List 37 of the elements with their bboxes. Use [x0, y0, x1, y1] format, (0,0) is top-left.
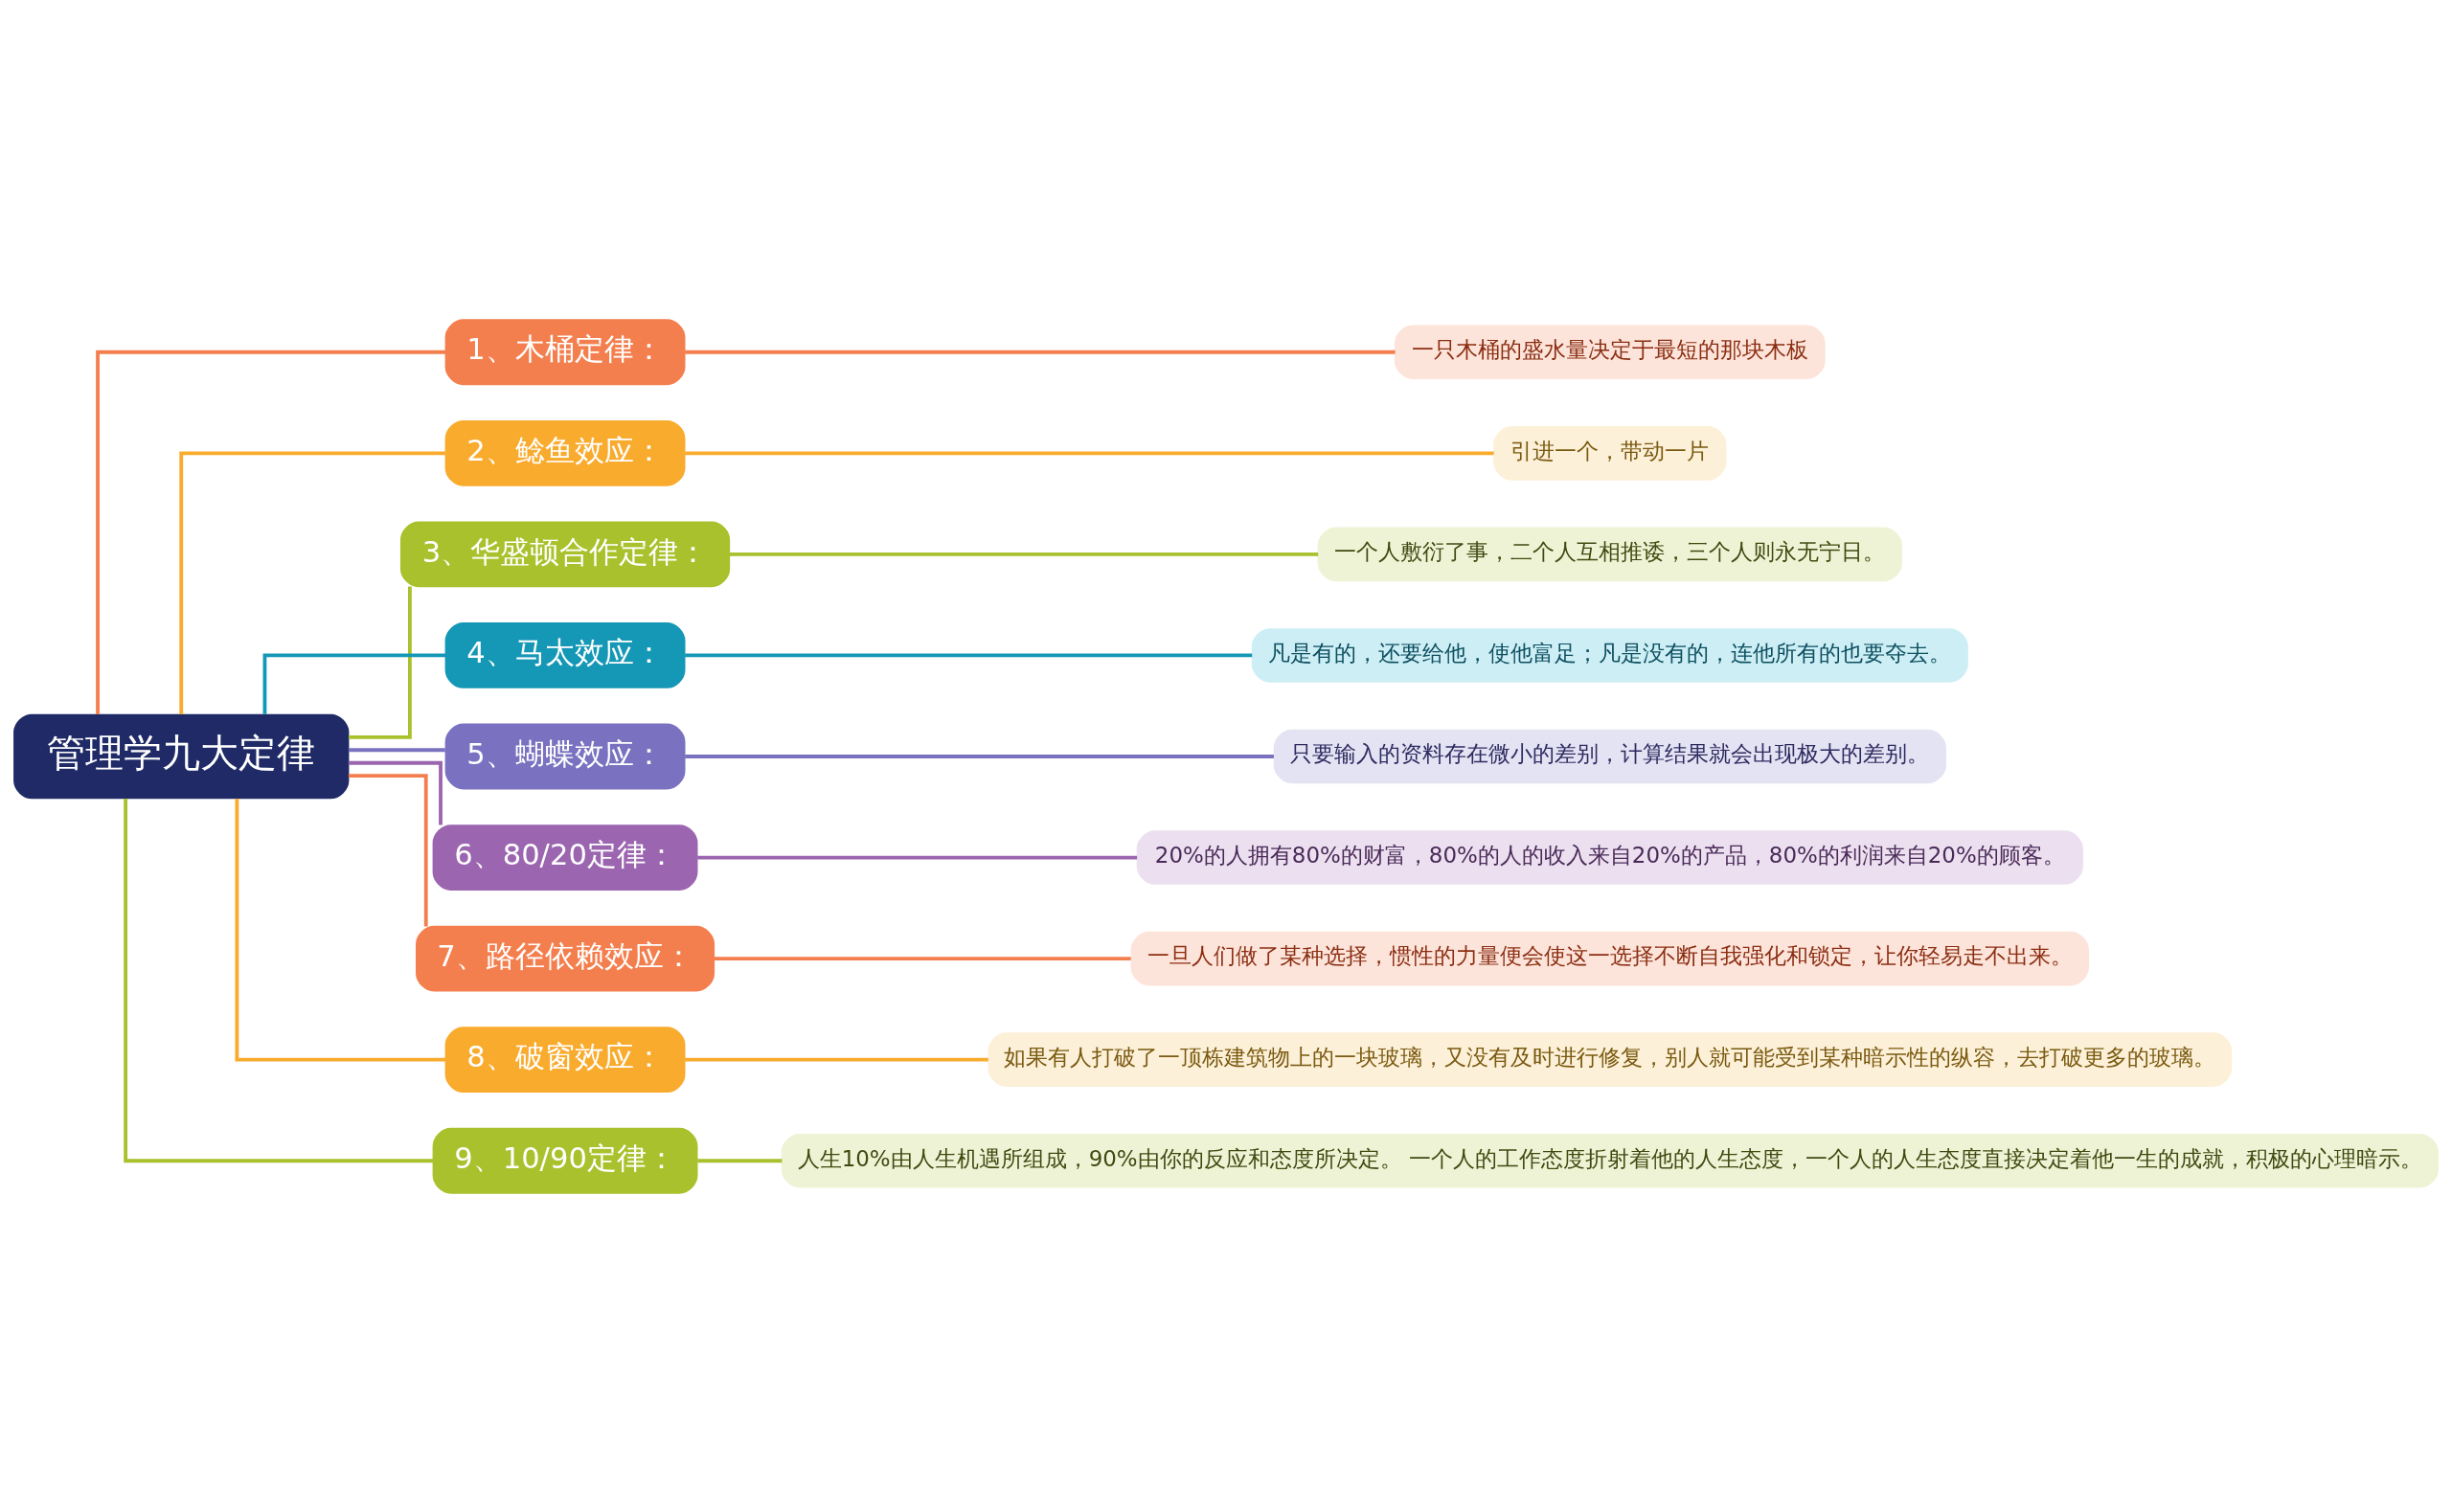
node-box: 8、破窗效应：: [444, 1026, 686, 1093]
connector: [348, 760, 443, 825]
node-box: 如果有人打破了一顶栋建筑物上的一块玻璃，又没有及时进行修复，别人就可能受到某种暗示性的纵容，去打破更多的玻璃。: [988, 1031, 2233, 1087]
node-box: 1、木桶定律：: [444, 318, 686, 385]
node-box: 6、80/20定律：: [432, 824, 698, 891]
connector: [685, 754, 1274, 758]
connector: [348, 773, 428, 926]
node-box: 人生10%由人生机遇所组成，90%由你的反应和态度所决定。 一个人的工作态度折射着他的人生态度，一个人的人生态度直接决定着他一生的成就，积极的心理暗示。: [781, 1133, 2439, 1188]
node-box: 20%的人拥有80%的财富，80%的人的收入来自20%的产品，80%的利润来自20%的顾客。: [1136, 829, 2083, 885]
connector: [348, 586, 412, 739]
node-box: 7、路径依赖效应：: [416, 925, 715, 992]
connector: [179, 450, 445, 714]
connector: [348, 747, 445, 752]
node-box: 5、蝴蝶效应：: [444, 723, 686, 789]
node-box: 9、10/90定律：: [432, 1127, 698, 1194]
connector: [697, 855, 1138, 859]
node-box: 一个人敷衍了事，二个人互相推诿，三个人则永无宁日。: [1317, 527, 1902, 581]
node-box: 凡是有的，还要给他，使他富足；凡是没有的，连他所有的也要夺去。: [1251, 627, 1968, 683]
connector: [685, 1057, 988, 1062]
node-box: 一旦人们做了某种选择，惯性的力量便会使这一选择不断自我强化和锁定，让你轻易走不出来。: [1130, 931, 2090, 985]
connector: [685, 653, 1253, 657]
node-box: 4、马太效应：: [444, 621, 686, 688]
node-box: 3、华盛顿合作定律：: [399, 520, 731, 587]
connector: [697, 1158, 783, 1162]
node-box: 2、鲶鱼效应：: [444, 419, 686, 486]
connector: [685, 450, 1494, 455]
node-box: 一只木桶的盛水量决定于最短的那块木板: [1394, 324, 1826, 379]
node-box: 管理学九大定律: [13, 713, 350, 799]
connector: [235, 798, 446, 1062]
connector: [96, 350, 445, 714]
connector: [124, 798, 434, 1162]
node-box: 只要输入的资料存在微小的差别，计算结果就会出现极大的差别。: [1273, 729, 1946, 783]
node-box: 引进一个，带动一片: [1493, 425, 1727, 481]
connector: [262, 653, 446, 714]
connector: [685, 350, 1396, 354]
connector: [714, 956, 1131, 960]
connector: [729, 552, 1319, 556]
